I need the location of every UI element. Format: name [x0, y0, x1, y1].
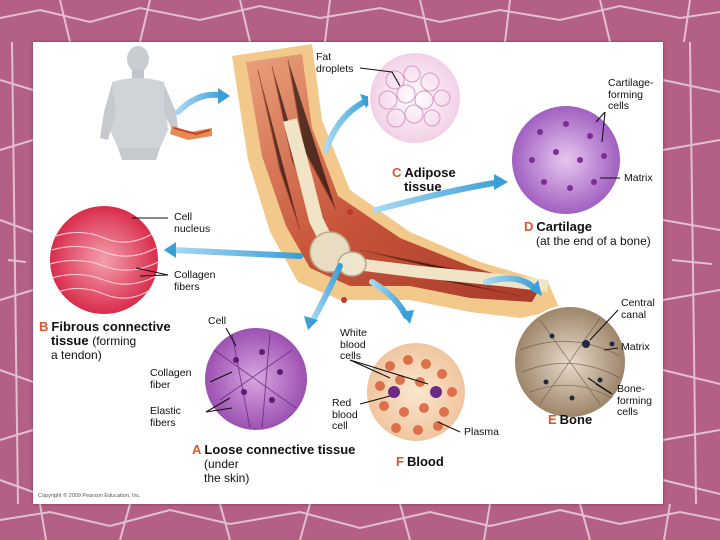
human-figure	[100, 46, 212, 160]
loose-connective-tissue-circle	[204, 327, 308, 431]
adipose-tissue-circle	[369, 52, 461, 144]
blood-circle	[366, 342, 466, 442]
bone-circle	[514, 306, 626, 418]
fibrous-tissue-circle	[49, 205, 159, 315]
label-plasma: Plasma	[464, 427, 499, 439]
label-matrix-cartilage: Matrix	[624, 173, 653, 185]
copyright-notice: Copyright © 2009 Pearson Education, Inc.	[38, 493, 141, 499]
label-cell-loose: Cell	[208, 316, 226, 328]
label-matrix-bone: Matrix	[621, 342, 650, 354]
